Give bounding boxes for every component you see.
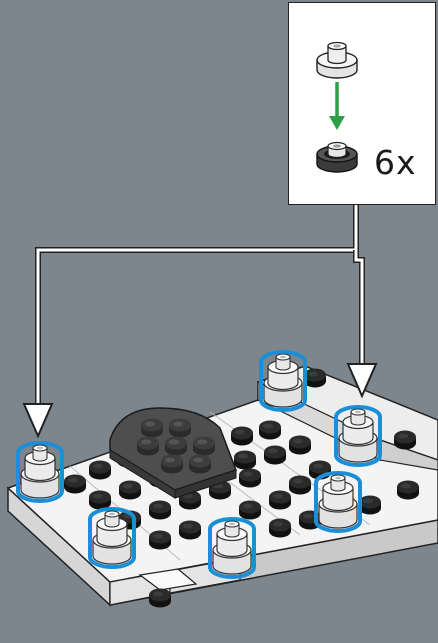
pointer-arrowhead-left [24, 404, 52, 436]
round-plate-1x1-dark-base-icon [317, 143, 357, 173]
round-plate-1x1-white-icon [317, 43, 357, 79]
green-down-arrow-icon [329, 82, 345, 130]
new-round-plate [18, 443, 62, 501]
part-quantity-label: 6x [374, 143, 417, 182]
new-round-plate [261, 352, 305, 410]
